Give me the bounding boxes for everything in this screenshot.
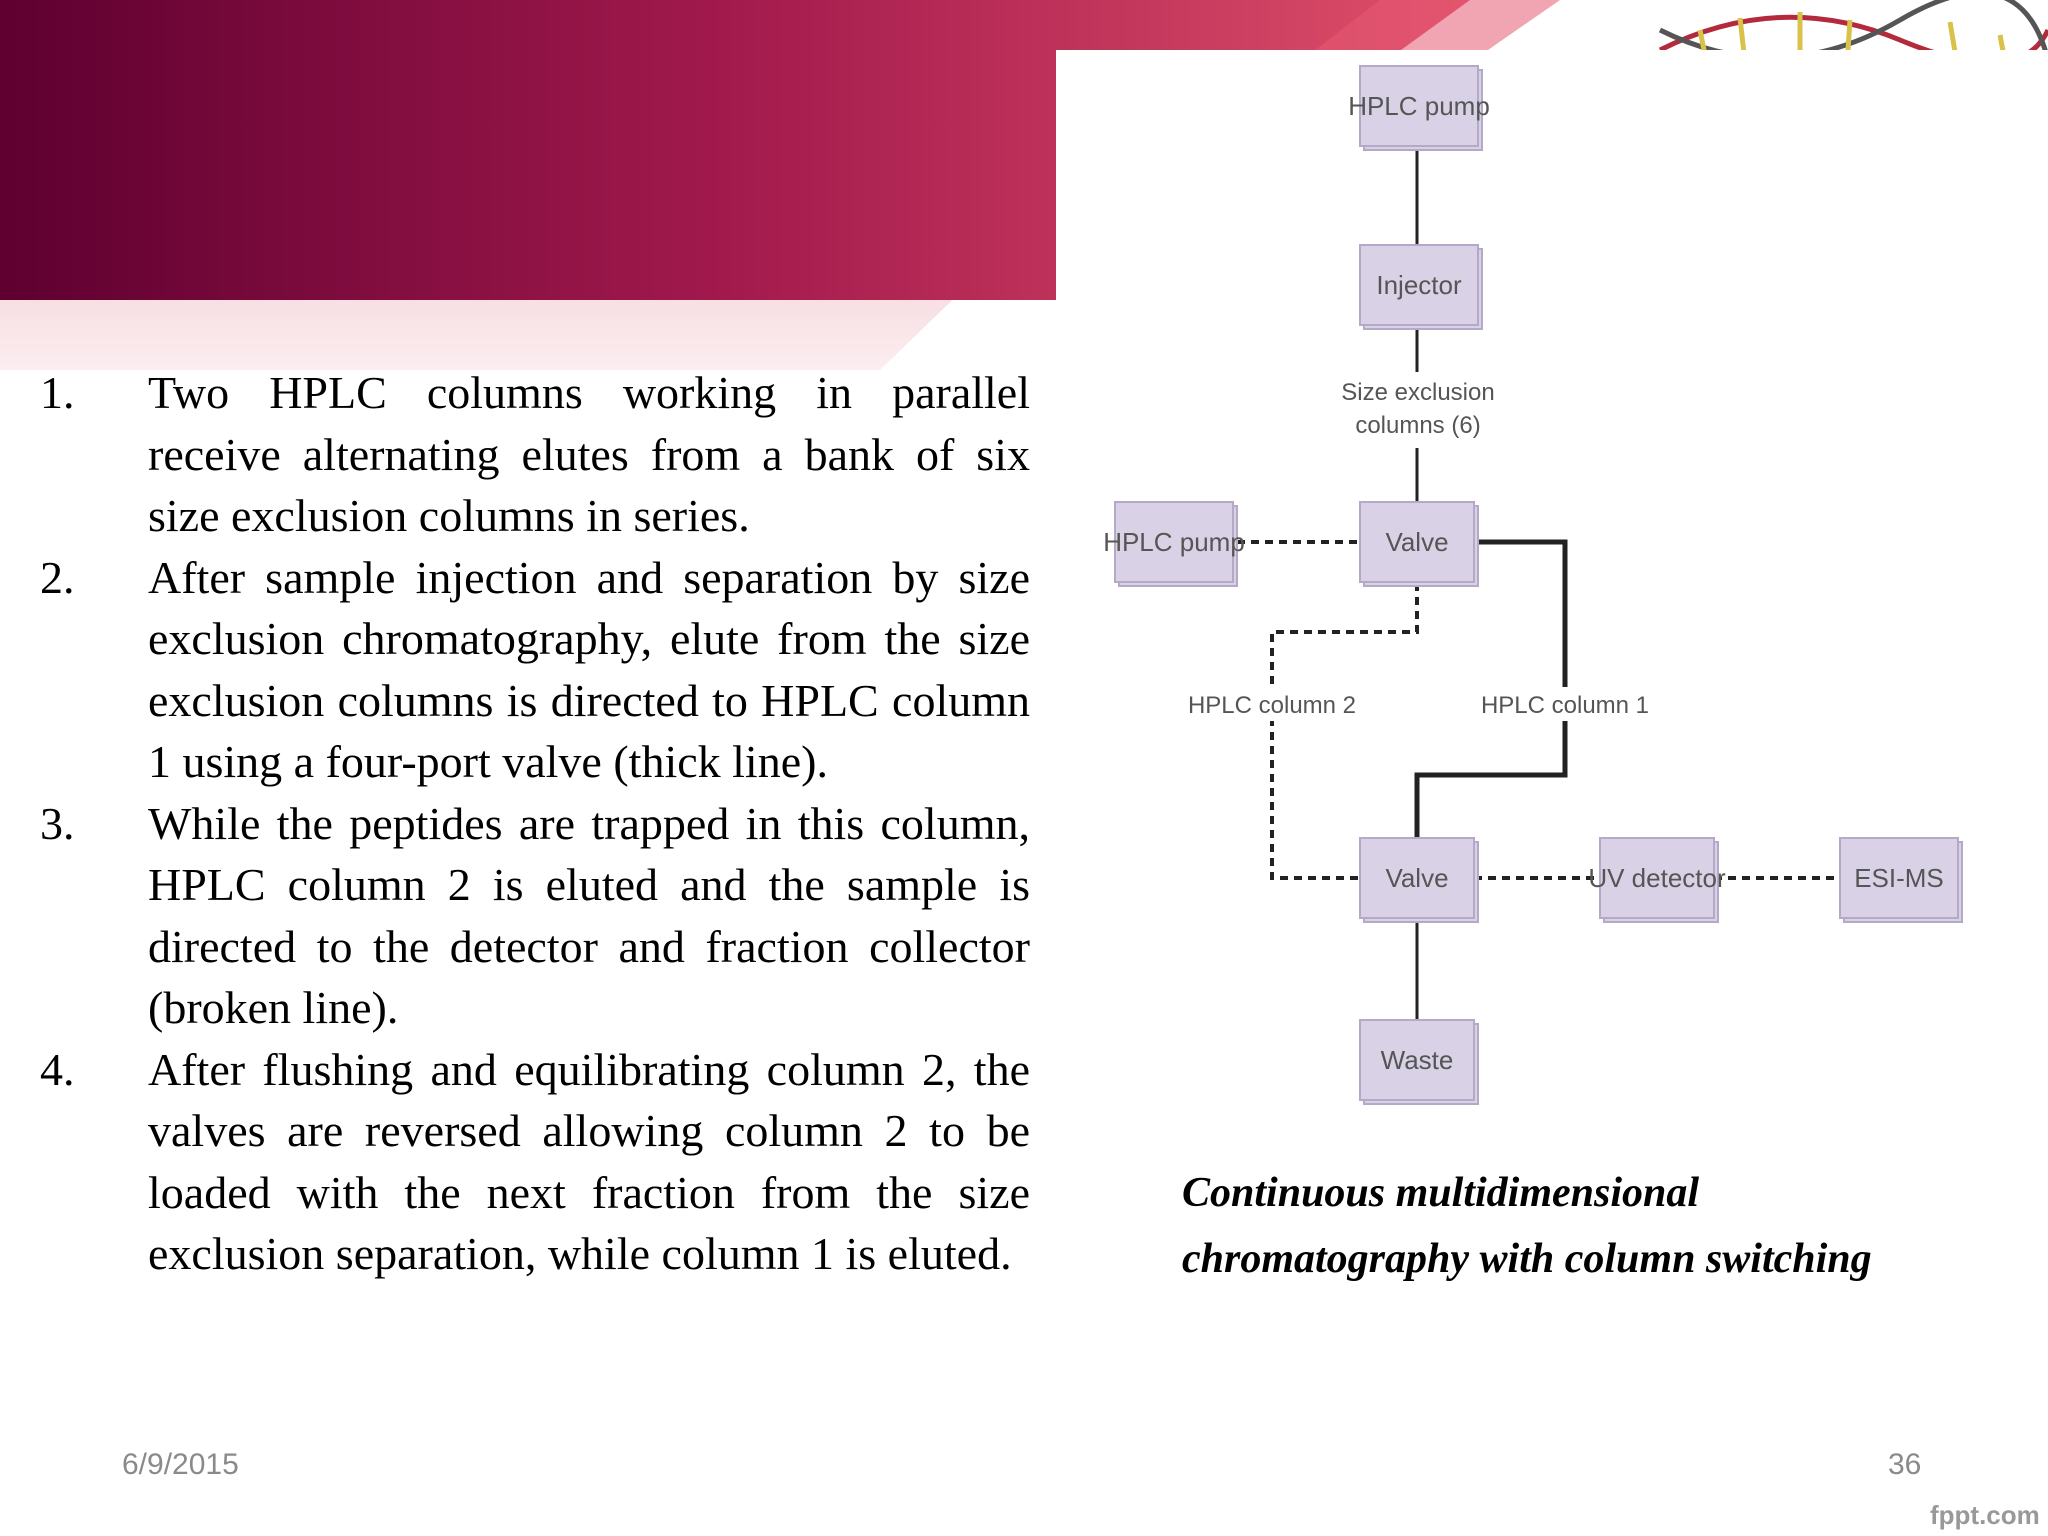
brand-watermark: fppt.com <box>1930 1500 2040 1530</box>
caption-line-1: Continuous multidimensional <box>1182 1170 1700 1216</box>
banner-fade <box>0 200 1056 370</box>
svg-text:Valve: Valve <box>1385 527 1448 557</box>
svg-text:Valve: Valve <box>1385 863 1448 893</box>
node-valve-top: Valve <box>1359 501 1479 587</box>
node-esi-ms: ESI-MS <box>1839 837 1963 923</box>
slide-number: 36 <box>1888 1448 1922 1481</box>
column-switching-diagram: HPLC pump Injector HPLC pump Valve Valve… <box>1103 65 1963 1105</box>
step-number: 3. <box>40 797 75 849</box>
list-item: 1. Two HPLC columns working in parallel … <box>40 362 1030 547</box>
edge-valve-column1 <box>1414 539 1568 842</box>
list-item: 3. While the peptides are trapped in thi… <box>40 793 1030 1039</box>
step-text: While the peptides are trapped in this c… <box>148 797 1030 1034</box>
diagram-caption: Continuous multidimensional chromatograp… <box>1182 1160 2002 1292</box>
edge-valve-column2 <box>1270 583 1419 880</box>
slide-date: 6/9/2015 <box>122 1448 239 1481</box>
list-item: 4. After flushing and equilibrating colu… <box>40 1039 1030 1285</box>
svg-text:ESI-MS: ESI-MS <box>1854 863 1944 893</box>
label-hplc-column-2: HPLC column 2 <box>1188 692 1356 719</box>
node-waste: Waste <box>1359 1019 1479 1105</box>
label-size-exclusion-line1: Size exclusion <box>1341 379 1494 406</box>
step-text: Two HPLC columns working in parallel rec… <box>148 367 1030 541</box>
step-number: 1. <box>40 367 75 418</box>
list-item: 2. After sample injection and separation… <box>40 547 1030 793</box>
label-bg <box>1216 687 1330 721</box>
node-valve-bottom: Valve <box>1359 837 1479 923</box>
svg-text:UV detector: UV detector <box>1588 863 1726 893</box>
step-text: After sample injection and separation by… <box>148 551 1030 788</box>
step-number: 2. <box>40 551 75 603</box>
steps-list: 1. Two HPLC columns working in parallel … <box>40 362 1030 1285</box>
step-number: 4. <box>40 1043 75 1095</box>
label-size-exclusion-line2: columns (6) <box>1355 412 1480 439</box>
svg-text:Waste: Waste <box>1381 1045 1454 1075</box>
label-bg <box>1508 687 1622 721</box>
svg-text:Injector: Injector <box>1376 270 1462 300</box>
node-injector: Injector <box>1359 244 1483 330</box>
label-hplc-column-1: HPLC column 1 <box>1481 692 1649 719</box>
node-hplc-pump-top: HPLC pump <box>1348 65 1490 151</box>
svg-text:HPLC pump: HPLC pump <box>1348 91 1490 121</box>
diagram-panel: HPLC pump Injector HPLC pump Valve Valve… <box>1056 50 2048 1200</box>
caption-line-2: chromatography with column switching <box>1182 1236 1872 1282</box>
step-text: After flushing and equilibrating column … <box>148 1043 1030 1280</box>
node-uv-detector: UV detector <box>1588 837 1726 923</box>
node-hplc-pump-left: HPLC pump <box>1103 501 1245 587</box>
svg-text:HPLC pump: HPLC pump <box>1103 527 1245 557</box>
